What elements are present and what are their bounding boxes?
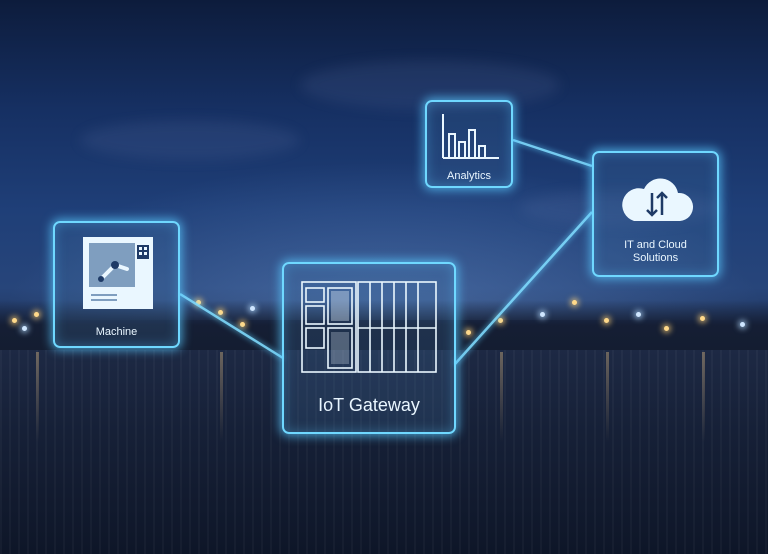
industrial-machine-icon (83, 237, 153, 309)
city-light (572, 300, 577, 305)
water-reflection (0, 350, 768, 554)
analytics-node[interactable]: Analytics (425, 100, 513, 188)
analytics-label: Analytics (446, 170, 492, 182)
bar-chart-icon (442, 114, 499, 159)
city-light (240, 322, 245, 327)
light-reflection (500, 352, 503, 442)
city-light (22, 326, 27, 331)
city-light (250, 306, 255, 311)
light-reflection (606, 352, 609, 442)
city-light (218, 310, 223, 315)
iot-gateway-node[interactable]: IoT Gateway (282, 262, 456, 434)
city-light (12, 318, 17, 323)
machine-label: Machine (95, 326, 138, 338)
light-reflection (220, 352, 223, 442)
city-light (540, 312, 545, 317)
cloud-label-line1: IT and Cloud (624, 239, 687, 251)
light-reflection (702, 352, 705, 442)
cloud-solutions-node[interactable]: IT and Cloud Solutions (592, 151, 719, 277)
light-reflection (36, 352, 39, 442)
city-light (34, 312, 39, 317)
city-light (604, 318, 609, 323)
city-light (700, 316, 705, 321)
gateway-rack-icon (301, 281, 437, 373)
city-light (196, 300, 201, 305)
iot-gateway-label: IoT Gateway (318, 395, 420, 415)
city-light (636, 312, 641, 317)
cloud-label-line2: Solutions (632, 252, 679, 264)
city-light (740, 322, 745, 327)
city-light (466, 330, 471, 335)
analytics-cloud-link (512, 138, 593, 168)
machine-node[interactable]: Machine (53, 221, 180, 348)
gateway-cloud-link (454, 211, 593, 365)
cloud-sync-icon (622, 178, 694, 221)
machine-gateway-link (179, 292, 284, 360)
cloud-shape (80, 120, 300, 160)
city-light (664, 326, 669, 331)
city-light (498, 318, 503, 323)
